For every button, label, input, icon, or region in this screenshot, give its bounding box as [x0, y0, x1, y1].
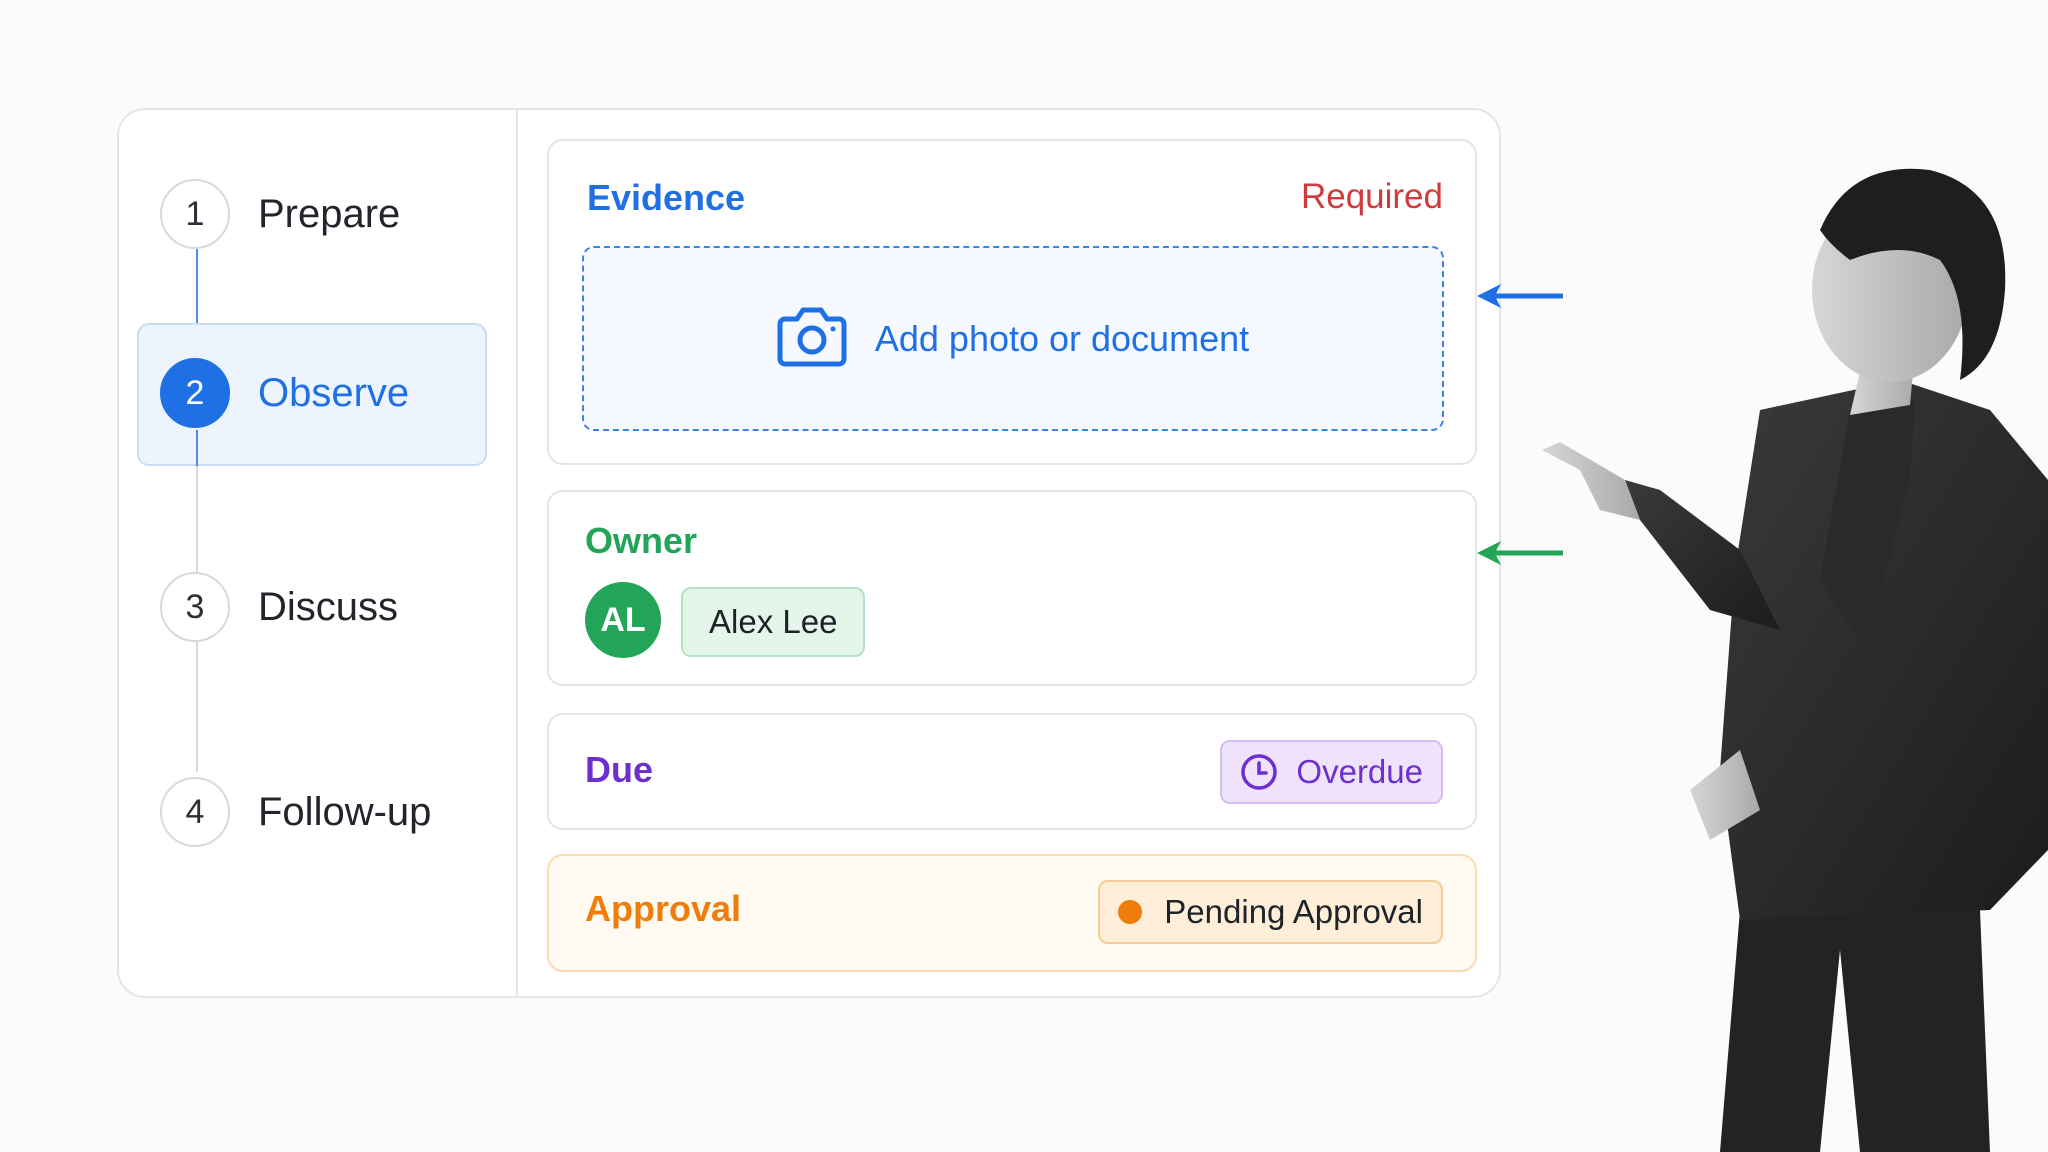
- step-observe[interactable]: 2 Observe: [160, 353, 490, 433]
- evidence-section: Evidence Required Add photo or document: [547, 139, 1477, 465]
- step-discuss[interactable]: 3 Discuss: [160, 567, 490, 647]
- arrow-left-icon: [1477, 541, 1563, 565]
- clock-icon: [1240, 753, 1278, 791]
- upload-dropzone[interactable]: Add photo or document: [582, 246, 1444, 431]
- step-label: Prepare: [258, 191, 401, 236]
- step-connector-2-3: [196, 466, 198, 572]
- upload-label: Add photo or document: [874, 317, 1250, 359]
- avatar: AL: [585, 582, 661, 658]
- step-prepare[interactable]: 1 Prepare: [160, 174, 490, 254]
- step-number: 2: [160, 358, 230, 428]
- presenter-figure: [1542, 168, 2048, 1152]
- evidence-title: Evidence: [587, 177, 746, 218]
- pending-approval-label: Pending Approval: [1164, 893, 1423, 930]
- overdue-badge[interactable]: Overdue: [1220, 740, 1443, 804]
- due-title: Due: [585, 749, 654, 790]
- owner-title: Owner: [585, 520, 698, 561]
- pending-approval-badge[interactable]: Pending Approval: [1098, 880, 1443, 944]
- approval-title: Approval: [585, 888, 742, 929]
- step-number: 3: [160, 572, 230, 642]
- step-number: 1: [160, 179, 230, 249]
- owner-chip[interactable]: Alex Lee: [681, 587, 866, 657]
- status-dot-icon: [1118, 900, 1143, 924]
- due-section: Due Overdue: [547, 713, 1477, 830]
- camera-icon: [777, 305, 847, 372]
- owner-section: Owner AL Alex Lee: [547, 490, 1477, 686]
- step-connector-1-2: [196, 249, 198, 323]
- panel-divider: [516, 108, 518, 998]
- step-label: Observe: [258, 370, 410, 415]
- step-follow-up[interactable]: 4 Follow-up: [160, 772, 490, 852]
- overdue-label: Overdue: [1296, 753, 1423, 790]
- arrow-left-icon: [1477, 284, 1563, 308]
- approval-section: Approval Pending Approval: [547, 854, 1477, 972]
- step-connector-2-inner: [196, 430, 198, 466]
- step-number: 4: [160, 777, 230, 847]
- step-label: Discuss: [258, 584, 399, 629]
- required-label: Required: [1300, 177, 1443, 216]
- step-label: Follow-up: [258, 789, 432, 834]
- step-connector-3-4: [196, 642, 198, 772]
